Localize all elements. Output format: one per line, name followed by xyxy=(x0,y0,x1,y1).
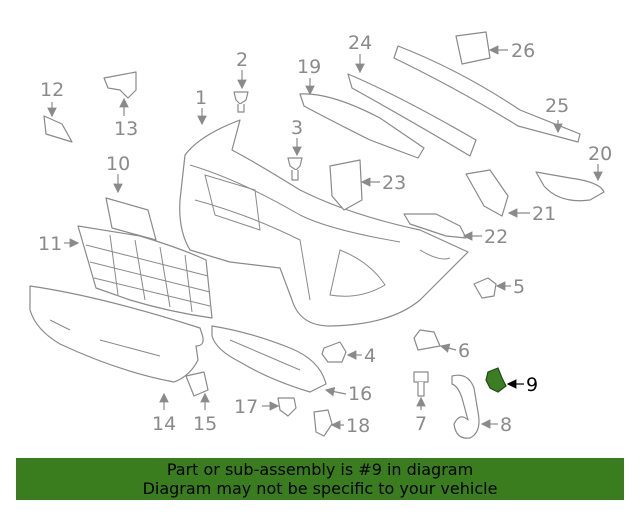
callout-23: 23 xyxy=(382,172,406,194)
callout-14: 14 xyxy=(152,413,176,435)
part-1-bumper-cover[interactable] xyxy=(179,119,469,327)
callout-5: 5 xyxy=(513,276,525,298)
part-18-bolt[interactable] xyxy=(313,409,333,437)
callout-1: 1 xyxy=(195,87,207,109)
callout-10: 10 xyxy=(106,153,130,175)
callout-12: 12 xyxy=(40,79,64,101)
part-26-bracket[interactable] xyxy=(455,31,491,65)
part-24-reinforcement[interactable] xyxy=(347,73,477,157)
part-9-bracket-highlighted[interactable] xyxy=(485,367,507,393)
part-5-retainer[interactable] xyxy=(473,277,497,299)
leader-lines xyxy=(47,45,603,430)
callout-26: 26 xyxy=(511,40,535,62)
part-23-bracket[interactable] xyxy=(329,159,363,211)
callout-25: 25 xyxy=(545,95,569,117)
part-4-nut[interactable] xyxy=(321,341,347,363)
banner-line-2: Diagram may not be specific to your vehi… xyxy=(142,479,498,498)
parts-diagram: 1 2 3 4 5 6 7 8 9 10 11 12 13 14 15 16 1… xyxy=(29,31,612,439)
part-2-clip[interactable] xyxy=(233,91,249,113)
callout-8: 8 xyxy=(500,414,512,436)
banner-line-1: Part or sub-assembly is #9 in diagram xyxy=(166,460,474,479)
part-16-skid-shield[interactable] xyxy=(211,325,327,393)
part-8-bezel[interactable] xyxy=(451,374,480,439)
part-19-bracket[interactable] xyxy=(299,93,425,159)
callout-6: 6 xyxy=(458,340,470,362)
callout-16: 16 xyxy=(348,383,372,405)
part-3-clip[interactable] xyxy=(287,157,303,181)
part-14-valance[interactable] xyxy=(29,285,204,383)
part-21-bracket[interactable] xyxy=(465,169,509,217)
info-banner: Part or sub-assembly is #9 in diagram Di… xyxy=(16,458,624,500)
callout-7: 7 xyxy=(415,413,427,435)
callout-22: 22 xyxy=(484,226,508,248)
part-20-side-bracket[interactable] xyxy=(535,171,605,202)
part-17-clip[interactable] xyxy=(277,397,297,417)
callout-4: 4 xyxy=(364,345,376,367)
part-11-grille[interactable] xyxy=(77,225,213,319)
part-25-absorber[interactable] xyxy=(393,45,581,143)
callout-21: 21 xyxy=(532,203,556,225)
callout-11: 11 xyxy=(38,233,62,255)
callout-20: 20 xyxy=(588,143,612,165)
part-6-bracket[interactable] xyxy=(413,329,441,351)
callout-24: 24 xyxy=(348,32,372,54)
callout-13: 13 xyxy=(114,118,138,140)
part-12-cap[interactable] xyxy=(43,115,73,143)
part-13-bracket[interactable] xyxy=(103,71,137,99)
callout-18: 18 xyxy=(346,415,370,437)
callout-3: 3 xyxy=(291,117,303,139)
callout-15: 15 xyxy=(193,413,217,435)
callouts: 1 2 3 4 5 6 7 8 9 10 11 12 13 14 15 16 1… xyxy=(38,32,612,437)
callout-2: 2 xyxy=(236,49,248,71)
callout-9: 9 xyxy=(526,374,538,396)
callout-17: 17 xyxy=(234,396,258,418)
part-10-plate[interactable] xyxy=(105,197,157,241)
part-7-bolt[interactable] xyxy=(413,371,429,397)
part-15-bracket[interactable] xyxy=(185,371,209,397)
callout-19: 19 xyxy=(297,56,321,78)
